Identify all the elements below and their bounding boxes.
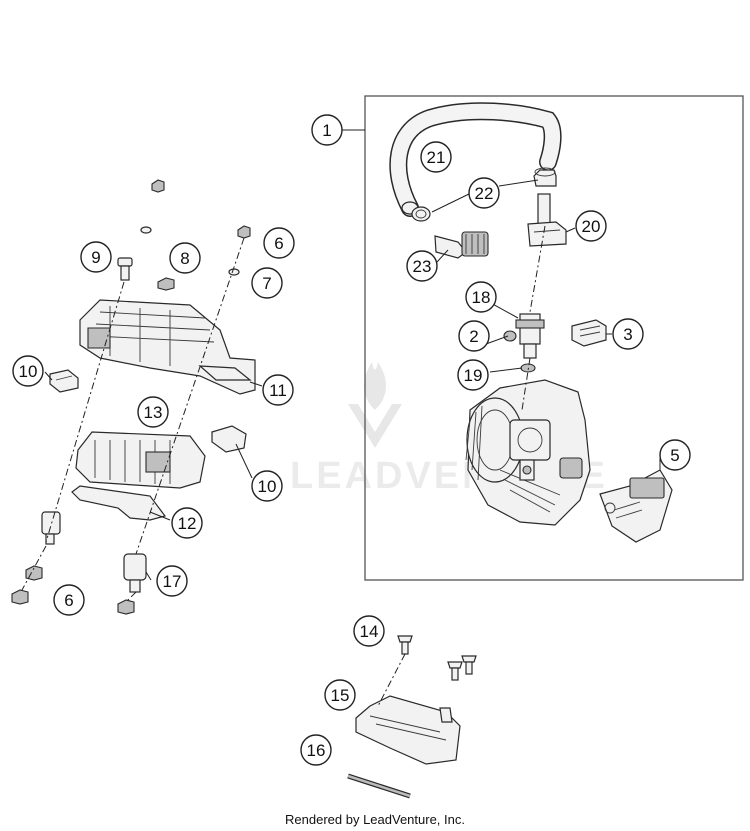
svg-text:23: 23 xyxy=(413,257,432,276)
part-11-upper-housing xyxy=(79,299,256,395)
callout-9: 9 xyxy=(80,241,112,273)
svg-text:7: 7 xyxy=(262,274,271,293)
svg-text:11: 11 xyxy=(269,381,287,400)
axis-line xyxy=(135,237,245,555)
svg-text:20: 20 xyxy=(582,217,601,236)
axis-line xyxy=(521,357,531,411)
svg-text:19: 19 xyxy=(464,366,483,385)
svg-text:14: 14 xyxy=(360,622,379,641)
part-20-fuel-fitting xyxy=(527,193,567,247)
svg-text:16: 16 xyxy=(307,741,326,760)
part-10-clip-upper xyxy=(49,369,79,393)
part-23-sensor xyxy=(434,231,489,259)
part-7-washer xyxy=(228,268,240,276)
svg-text:22: 22 xyxy=(475,184,494,203)
svg-text:21: 21 xyxy=(427,148,446,167)
svg-text:12: 12 xyxy=(178,514,197,533)
part-22-clamp xyxy=(411,167,557,222)
part-14-screw xyxy=(397,635,477,681)
svg-text:5: 5 xyxy=(670,446,679,465)
svg-text:10: 10 xyxy=(258,477,277,496)
callout-10-lower: 10 xyxy=(251,470,283,502)
part-1-throttle-body xyxy=(465,379,591,526)
part-6-nut-lower xyxy=(11,565,43,605)
svg-text:9: 9 xyxy=(91,248,100,267)
callout-2: 2 xyxy=(458,320,490,352)
callout-13: 13 xyxy=(137,396,169,428)
part-10-clip-lower xyxy=(211,425,247,453)
part-15-cover xyxy=(355,695,461,765)
callout-12: 12 xyxy=(171,507,203,539)
part-6-nut-top xyxy=(237,225,251,239)
part-18-injector xyxy=(515,313,545,359)
callout-21: 21 xyxy=(420,141,452,173)
callout-18: 18 xyxy=(465,281,497,313)
footer-credit: Rendered by LeadVenture, Inc. xyxy=(285,812,465,827)
watermark-logo-icon xyxy=(348,362,402,448)
part-8-nut xyxy=(157,277,175,291)
svg-text:18: 18 xyxy=(472,288,491,307)
callout-3: 3 xyxy=(612,318,644,350)
axis-line xyxy=(125,591,137,603)
svg-text:6: 6 xyxy=(274,234,283,253)
part-9-bolt xyxy=(117,257,133,281)
callout-20: 20 xyxy=(575,210,607,242)
svg-text:2: 2 xyxy=(469,327,478,346)
part-3-bracket xyxy=(571,319,607,347)
callout-7: 7 xyxy=(251,267,283,299)
callout-14: 14 xyxy=(353,615,385,647)
svg-text:10: 10 xyxy=(19,362,38,381)
svg-text:17: 17 xyxy=(163,572,182,591)
callout-16: 16 xyxy=(300,734,332,766)
callout-8: 8 xyxy=(169,242,201,274)
svg-text:6: 6 xyxy=(64,591,73,610)
callout-10-upper: 10 xyxy=(12,355,44,387)
callout-22: 22 xyxy=(468,177,500,209)
svg-text:13: 13 xyxy=(144,403,163,422)
callout-23: 23 xyxy=(406,250,438,282)
callout-5: 5 xyxy=(659,439,691,471)
callout-6-lower: 6 xyxy=(53,584,85,616)
callout-6-upper: 6 xyxy=(263,227,295,259)
part-5-map-sensor xyxy=(599,469,673,543)
part-16-gasket xyxy=(347,773,411,799)
assembly-frame xyxy=(364,95,744,581)
svg-text:3: 3 xyxy=(623,325,632,344)
part-small-nut xyxy=(140,179,165,234)
callout-1: 1 xyxy=(311,114,343,146)
part-spacer-left xyxy=(41,511,61,545)
part-13-filter-housing xyxy=(75,431,206,489)
svg-text:8: 8 xyxy=(180,249,189,268)
svg-text:15: 15 xyxy=(331,686,350,705)
part-2-o-ring xyxy=(503,330,517,342)
callout-17: 17 xyxy=(156,565,188,597)
axis-line xyxy=(45,281,125,543)
callout-19: 19 xyxy=(457,359,489,391)
part-12-plate xyxy=(71,485,167,521)
axis-line xyxy=(21,545,47,591)
callout-11: 11 xyxy=(262,374,294,406)
part-17-spacer xyxy=(117,553,147,615)
svg-text:1: 1 xyxy=(322,121,331,140)
callout-15: 15 xyxy=(324,679,356,711)
axis-line xyxy=(377,653,406,707)
